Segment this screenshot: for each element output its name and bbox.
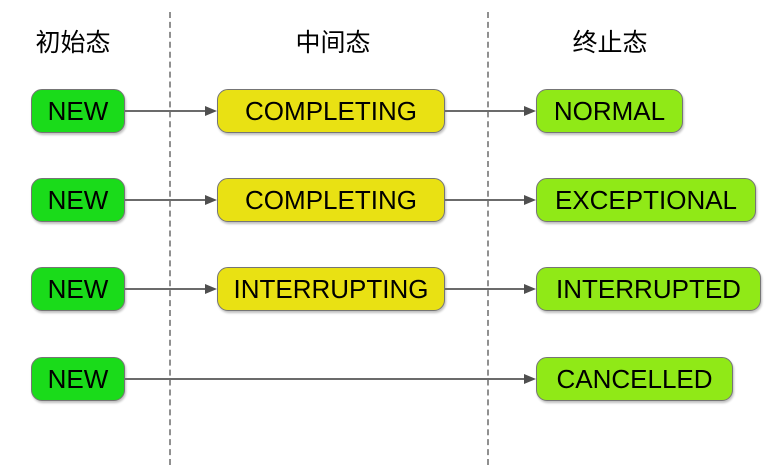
arrowhead-icon xyxy=(524,195,536,205)
arrow-shaft xyxy=(125,378,524,380)
arrowhead-icon xyxy=(524,374,536,384)
arrow-shaft xyxy=(125,199,205,201)
state-node-normal: NORMAL xyxy=(536,89,683,133)
arrow-new-to-interrupting-row3 xyxy=(125,283,217,295)
arrow-completing-to-normal-row1 xyxy=(445,105,536,117)
arrow-new-to-completing-row1 xyxy=(125,105,217,117)
column-header-final-state: 终止态 xyxy=(572,29,648,57)
arrow-shaft xyxy=(445,110,524,112)
arrowhead-icon xyxy=(205,284,217,294)
arrow-shaft xyxy=(125,288,205,290)
column-header-initial-state: 初始态 xyxy=(35,29,111,57)
arrowhead-icon xyxy=(205,195,217,205)
state-node-cancelled: CANCELLED xyxy=(536,357,733,401)
state-node-new-row2: NEW xyxy=(31,178,125,222)
state-node-new-row4: NEW xyxy=(31,357,125,401)
state-node-new-row3: NEW xyxy=(31,267,125,311)
state-node-completing-row2: COMPLETING xyxy=(217,178,445,222)
column-header-intermediate-state: 中间态 xyxy=(295,29,371,57)
arrow-shaft xyxy=(445,199,524,201)
state-node-interrupting-row3: INTERRUPTING xyxy=(217,267,445,311)
arrowhead-icon xyxy=(205,106,217,116)
arrow-interrupting-to-interrupted-row3 xyxy=(445,283,536,295)
state-node-new-row1: NEW xyxy=(31,89,125,133)
arrow-new-to-cancelled-row4 xyxy=(125,373,536,385)
state-node-exceptional: EXCEPTIONAL xyxy=(536,178,756,222)
arrow-completing-to-exceptional-row2 xyxy=(445,194,536,206)
arrow-shaft xyxy=(445,288,524,290)
arrowhead-icon xyxy=(524,106,536,116)
arrow-shaft xyxy=(125,110,205,112)
state-node-completing-row1: COMPLETING xyxy=(217,89,445,133)
arrowhead-icon xyxy=(524,284,536,294)
column-divider-left xyxy=(169,12,171,465)
state-node-interrupted: INTERRUPTED xyxy=(536,267,761,311)
column-divider-right xyxy=(487,12,489,465)
arrow-new-to-completing-row2 xyxy=(125,194,217,206)
